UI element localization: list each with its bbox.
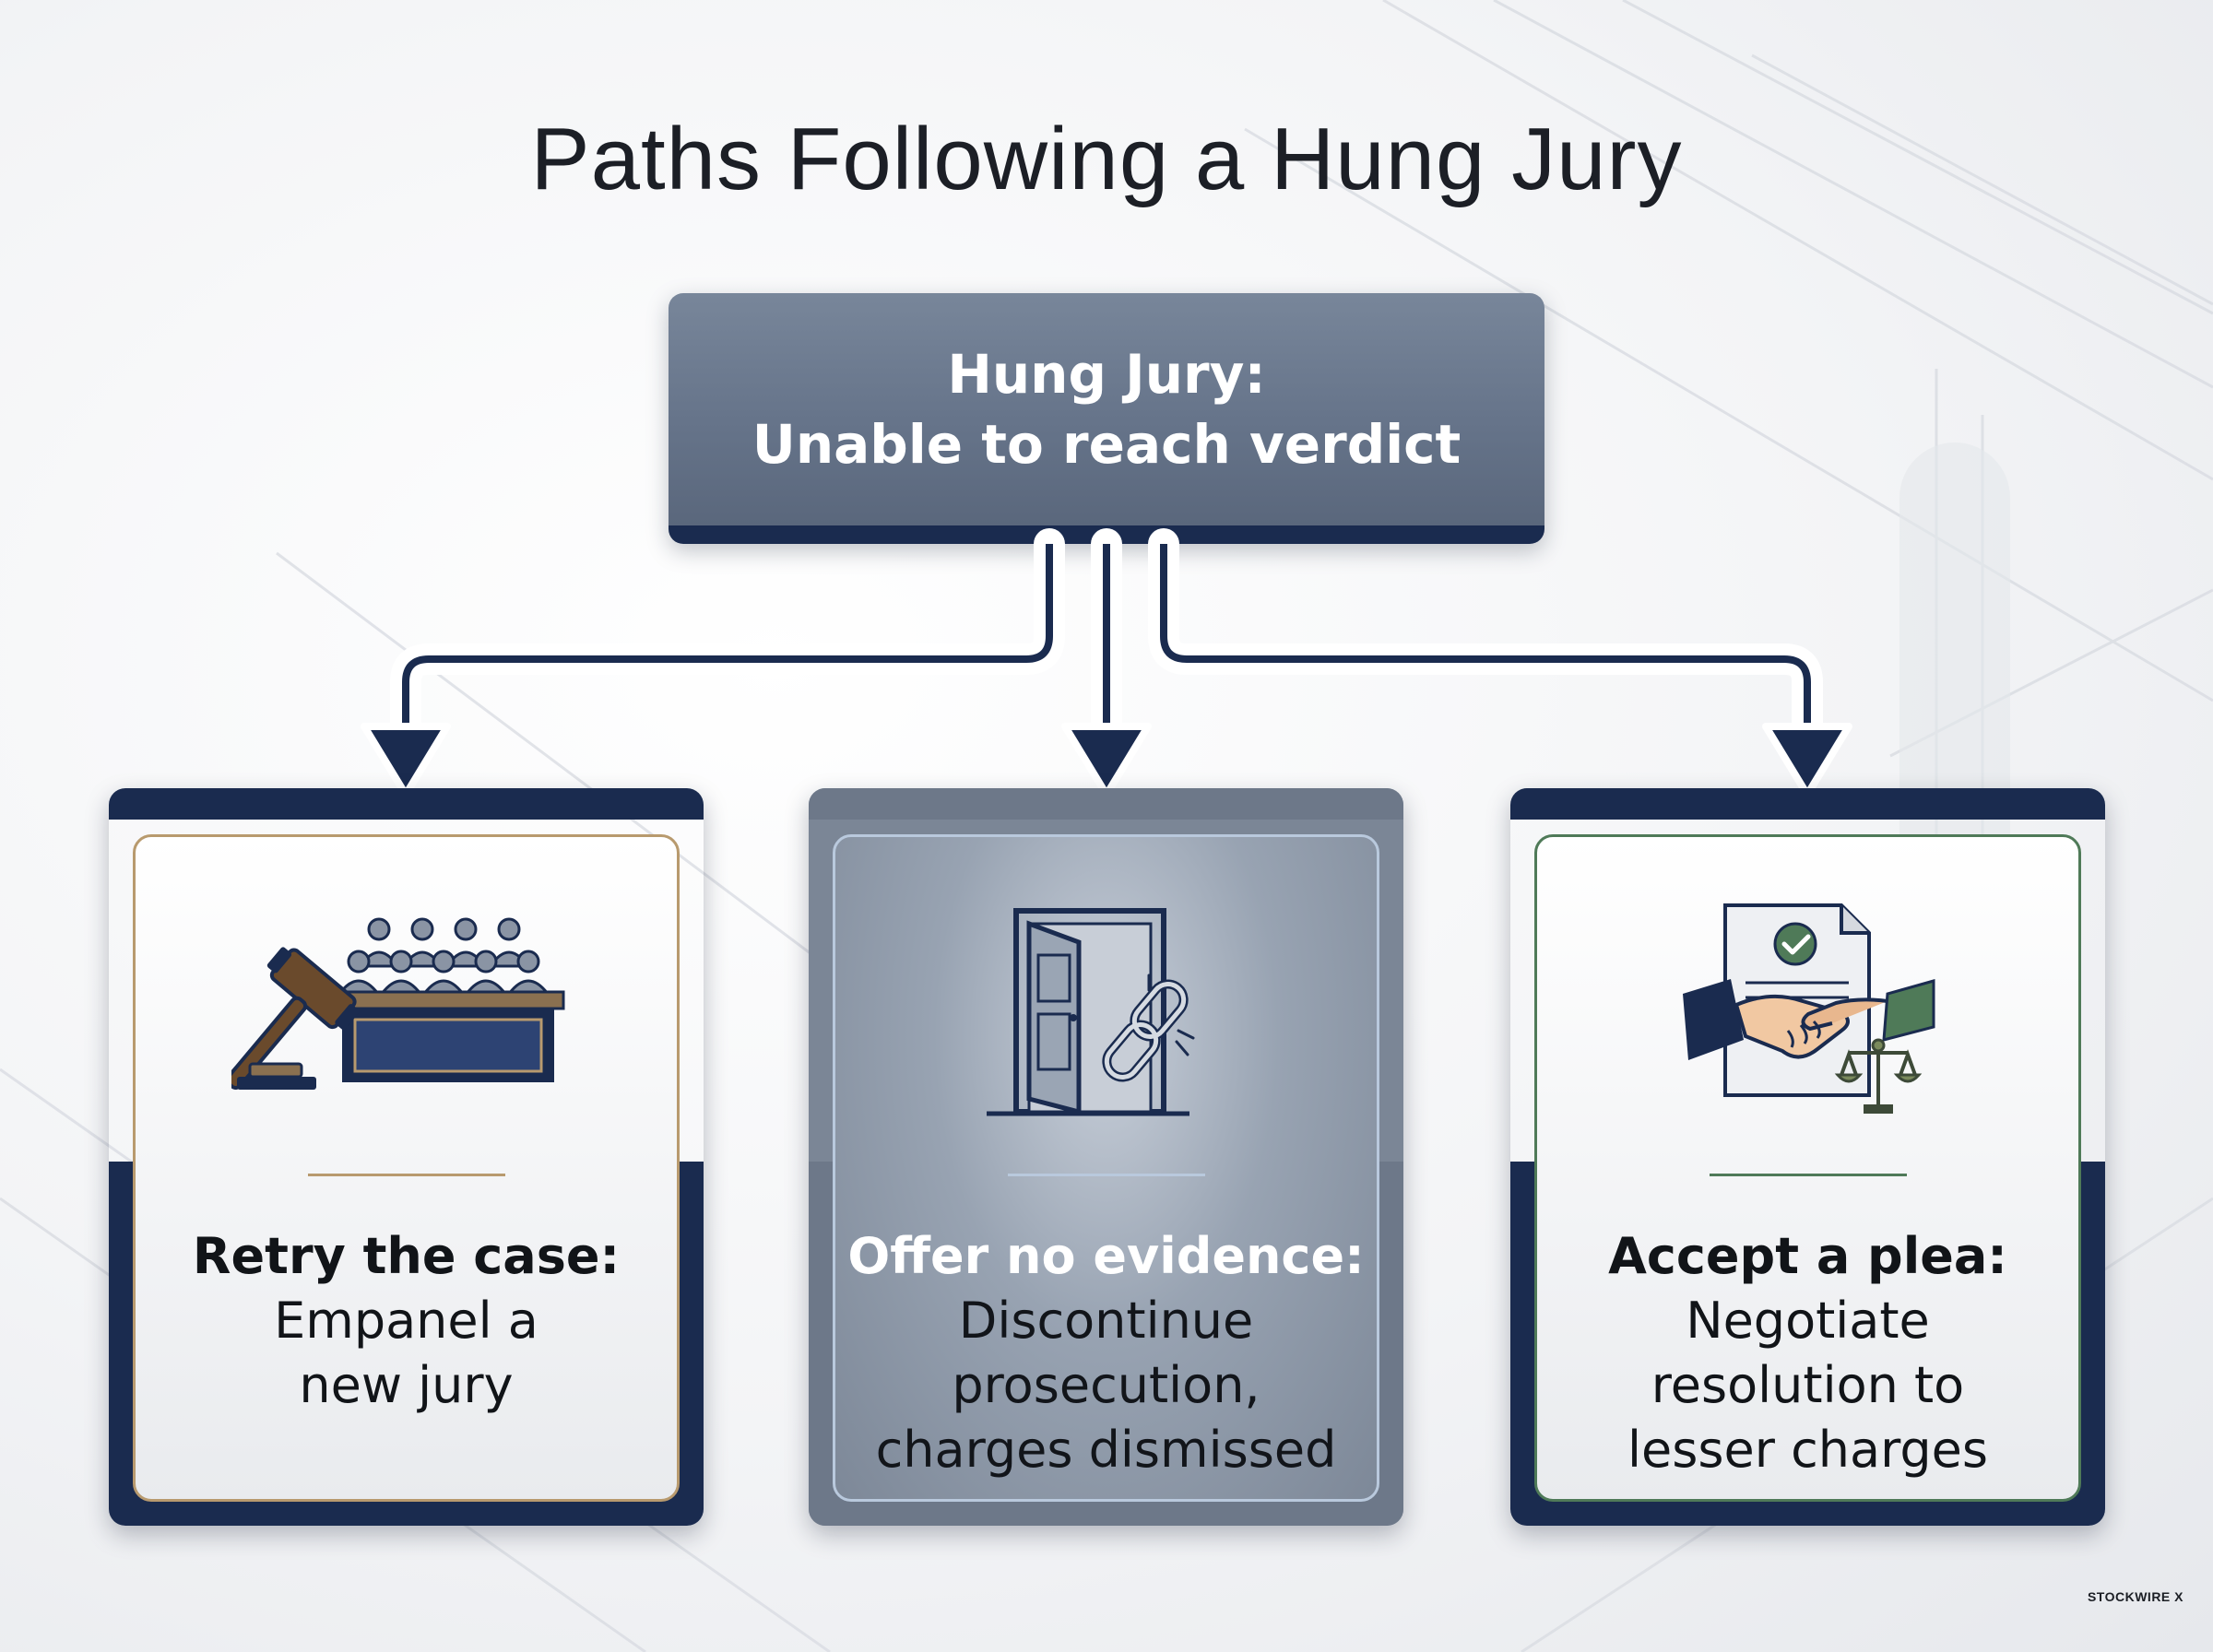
page-title: Paths Following a Hung Jury — [530, 110, 1683, 208]
card-line: Discontinue — [958, 1292, 1254, 1350]
card-line: resolution to — [1651, 1356, 1965, 1414]
card-band-top — [809, 788, 1403, 820]
card-line: new jury — [299, 1356, 514, 1414]
card-text: Retry the case: Empanel a new jury — [136, 1224, 677, 1418]
card-separator — [1007, 1174, 1205, 1176]
card-offer-no-evidence: Offer no evidence: Discontinue prosecuti… — [809, 788, 1403, 1526]
card-band-top — [1510, 788, 2105, 820]
open-door-broken-chain-icon — [835, 902, 1377, 1123]
card-lead: Offer no evidence: — [847, 1227, 1365, 1285]
connector-left — [361, 528, 1065, 798]
card-separator — [1709, 1174, 1907, 1176]
card-text: Offer no evidence: Discontinue prosecuti… — [835, 1224, 1377, 1482]
card-band-top — [109, 788, 704, 820]
watermark-logo: STOCKWIRE X — [2087, 1589, 2183, 1604]
card-inner-panel: Retry the case: Empanel a new jury — [133, 834, 680, 1502]
hung-jury-node: Hung Jury: Unable to reach verdict — [669, 293, 1544, 544]
card-lead: Accept a plea: — [1608, 1227, 2007, 1285]
handshake-document-scales-icon — [1537, 902, 2078, 1123]
card-text: Accept a plea: Negotiate resolution to l… — [1537, 1224, 2078, 1482]
card-accept-plea: Accept a plea: Negotiate resolution to l… — [1510, 788, 2105, 1526]
card-inner-panel: Offer no evidence: Discontinue prosecuti… — [833, 834, 1379, 1502]
card-lead: Retry the case: — [192, 1227, 621, 1285]
card-line: prosecution, — [952, 1356, 1260, 1414]
card-inner-panel: Accept a plea: Negotiate resolution to l… — [1534, 834, 2081, 1502]
card-line: lesser charges — [1627, 1421, 1988, 1479]
card-retry-case: Retry the case: Empanel a new jury — [109, 788, 704, 1526]
card-separator — [307, 1174, 505, 1176]
hung-jury-heading: Hung Jury: — [947, 343, 1266, 406]
hung-jury-subheading: Unable to reach verdict — [751, 413, 1462, 476]
card-line: Empanel a — [274, 1292, 538, 1350]
gavel-and-jury-box-icon — [136, 902, 677, 1123]
card-line: charges dismissed — [875, 1421, 1337, 1479]
connector-right — [1148, 528, 1852, 798]
card-line: Negotiate — [1686, 1292, 1930, 1350]
connector-middle — [1061, 528, 1152, 798]
